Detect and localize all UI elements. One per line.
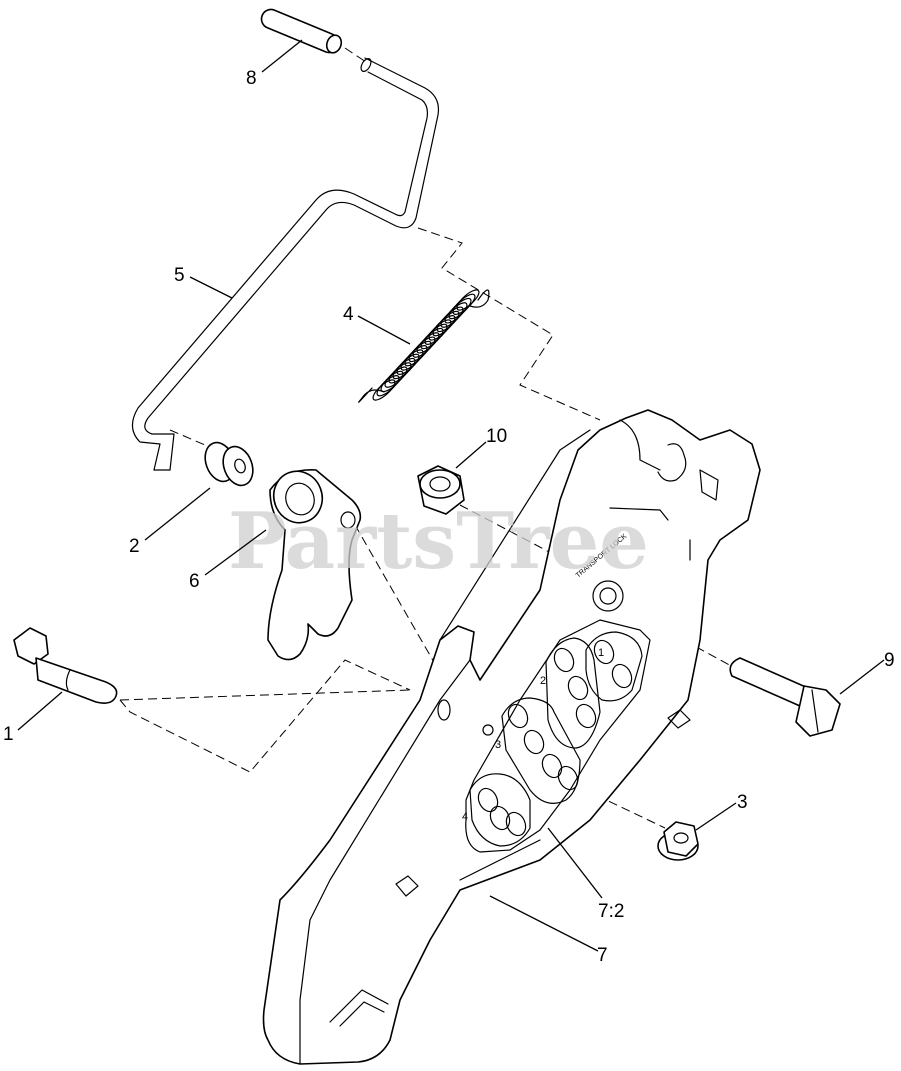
- adjustment-hole: [507, 703, 529, 729]
- adjustment-hole: [593, 639, 615, 665]
- adjustment-hole: [523, 729, 545, 755]
- spring-coil: [412, 336, 436, 358]
- spring-coil: [384, 366, 408, 388]
- leader-lines: [17, 39, 885, 952]
- spring-coil: [436, 310, 460, 333]
- adjustment-hole: [489, 805, 511, 831]
- bolt-part-9[interactable]: [729, 657, 841, 737]
- spring-coil: [372, 379, 396, 401]
- callout-7: 7: [597, 945, 608, 966]
- rod-part-5[interactable]: [131, 57, 440, 471]
- plate-group-3: 3: [495, 739, 501, 751]
- adjustment-hole: [557, 765, 579, 791]
- spring-part-4[interactable]: [358, 287, 490, 403]
- nut-part-10[interactable]: [417, 465, 465, 515]
- spring-coil: [388, 362, 412, 384]
- callout-9: 9: [884, 650, 895, 671]
- plate-group-2: 2: [540, 675, 546, 687]
- adjustment-hole: [505, 811, 527, 837]
- callout-7-2: 7:2: [598, 901, 624, 922]
- spring-coil: [380, 370, 404, 393]
- spring-coil: [440, 306, 464, 328]
- callout-1: 1: [3, 724, 14, 745]
- pin-part-8[interactable]: [260, 8, 344, 55]
- spring-coil: [428, 319, 452, 341]
- spring-coil: [400, 349, 424, 371]
- bushing-part-2[interactable]: [200, 438, 258, 489]
- spring-coil: [444, 302, 468, 324]
- callout-5: 5: [174, 265, 185, 286]
- spring-coil: [376, 375, 400, 397]
- spring-coil: [420, 327, 444, 350]
- adjustment-holes: [477, 639, 633, 837]
- spring-coil: [408, 340, 432, 363]
- lever-part-6[interactable]: [267, 464, 362, 661]
- adjustment-hole: [567, 675, 589, 701]
- spring-coil: [404, 345, 428, 367]
- plate-group-1: 1: [598, 647, 604, 659]
- plate-group-4: 4: [462, 811, 468, 823]
- callout-3: 3: [737, 792, 748, 813]
- spring-coil: [396, 353, 420, 375]
- adjustment-hole: [575, 703, 597, 729]
- spring-coil: [392, 357, 416, 380]
- adjustment-hole: [541, 753, 563, 779]
- spring-coil: [432, 315, 456, 337]
- callout-2: 2: [129, 536, 140, 557]
- spring-coil: [452, 293, 476, 315]
- callout-4: 4: [343, 304, 354, 325]
- adjustment-hole: [553, 647, 575, 673]
- callouts: 8 5 4 10 2 6 1 9 3 7:2 7: [3, 68, 895, 966]
- adjustment-hole: [477, 787, 499, 813]
- watermark: PartsTree: [228, 496, 649, 587]
- spring-coil: [416, 332, 440, 354]
- bolt-part-1[interactable]: [13, 627, 118, 704]
- callout-10: 10: [486, 426, 507, 447]
- adjustment-hole: [611, 663, 633, 689]
- callout-8: 8: [246, 68, 257, 89]
- spring-coil: [448, 297, 472, 320]
- bracket-part-7[interactable]: [262, 409, 761, 1065]
- callout-6: 6: [189, 571, 200, 592]
- spring-coil: [424, 323, 448, 345]
- nut-part-3[interactable]: [657, 821, 699, 861]
